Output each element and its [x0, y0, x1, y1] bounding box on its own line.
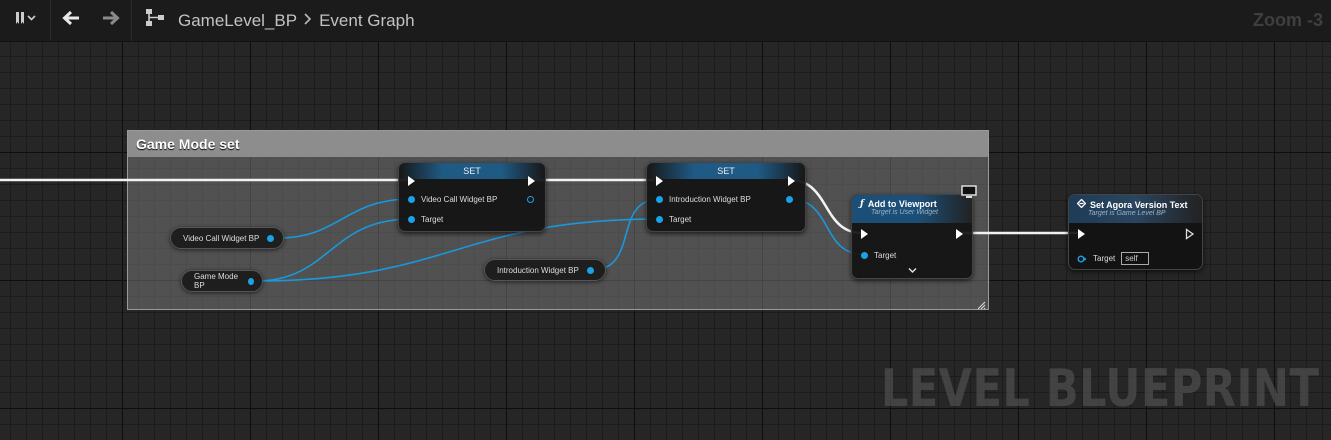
arrow-right-icon	[101, 10, 121, 31]
toolbar-divider	[131, 0, 132, 41]
graph-type-button[interactable]	[132, 0, 178, 41]
chevron-right-icon	[303, 11, 313, 31]
breadcrumb-graph[interactable]: Event Graph	[319, 10, 415, 30]
arrow-left-icon	[61, 10, 81, 31]
variable-label: Introduction Widget BP	[497, 265, 579, 275]
node-header: SET	[399, 163, 545, 179]
level-blueprint-watermark: LEVEL BLUEPRINT	[880, 359, 1319, 419]
node-header: SET	[647, 163, 805, 179]
toolbar-divider	[50, 0, 51, 41]
variable-label: Game Mode BP	[194, 272, 239, 290]
pin-label: Introduction Widget BP	[669, 195, 751, 204]
target-self-field[interactable]: self	[1121, 252, 1150, 265]
pin-label: Target	[669, 215, 692, 224]
zoom-level: Zoom -3	[1253, 10, 1323, 30]
exec-out-pin[interactable]	[1185, 228, 1195, 240]
variable-label: Video Call Widget BP	[183, 233, 260, 243]
bookmark-menu-button[interactable]	[0, 0, 50, 41]
exec-in-pin[interactable]	[656, 176, 663, 186]
forward-button[interactable]	[91, 0, 131, 41]
output-pin[interactable]	[267, 234, 275, 242]
back-button[interactable]	[51, 0, 91, 41]
comment-title[interactable]: Game Mode set	[128, 131, 988, 157]
set-introduction-node[interactable]: SET Introduction Widget BP Target	[646, 162, 806, 232]
pin-label: Video Call Widget BP	[421, 195, 498, 204]
exec-out-pin[interactable]	[956, 229, 963, 239]
node-subtitle: Target is Game Level BP	[1088, 210, 1166, 217]
pin-label: Target	[1093, 254, 1116, 263]
target-pin[interactable]: Target	[656, 215, 691, 224]
pin-label: Target	[421, 215, 444, 224]
node-header: Set Agora Version Text Target is Game Le…	[1069, 195, 1202, 223]
breadcrumb-blueprint[interactable]: GameLevel_BP	[178, 10, 298, 30]
node-title: Add to Viewport	[867, 199, 937, 209]
exec-out-pin[interactable]	[528, 176, 535, 186]
exec-in-pin[interactable]	[1078, 229, 1085, 239]
set-agora-version-text-node[interactable]: Set Agora Version Text Target is Game Le…	[1068, 194, 1203, 270]
chevron-down-icon[interactable]	[908, 267, 917, 276]
set-video-call-node[interactable]: SET Video Call Widget BP Target	[398, 162, 546, 232]
pin-label: Target	[874, 251, 897, 260]
target-pin[interactable]: Target self	[1077, 252, 1150, 265]
graph-toolbar: GameLevel_BP Event Graph Zoom -3	[0, 0, 1331, 42]
output-pin[interactable]	[586, 266, 594, 274]
node-title: Set Agora Version Text	[1090, 199, 1188, 210]
exec-in-pin[interactable]	[861, 229, 868, 239]
event-icon	[1076, 198, 1087, 210]
exec-out-pin[interactable]	[788, 176, 795, 186]
output-pin[interactable]	[248, 277, 254, 285]
introduction-widget-pin[interactable]: Introduction Widget BP	[656, 195, 751, 204]
output-pin[interactable]	[527, 196, 534, 203]
resize-handle-icon[interactable]	[976, 297, 986, 310]
output-pin[interactable]	[786, 196, 793, 203]
game-mode-bp-variable[interactable]: Game Mode BP	[181, 270, 263, 292]
introduction-widget-bp-variable[interactable]: Introduction Widget BP	[484, 259, 606, 281]
exec-in-pin[interactable]	[408, 176, 415, 186]
function-icon: ƒ	[860, 199, 864, 209]
node-subtitle: Target is User Widget	[871, 209, 938, 216]
video-call-widget-pin[interactable]: Video Call Widget BP	[408, 195, 497, 204]
blueprint-graph-icon	[144, 8, 166, 33]
bookmark-icon	[14, 11, 36, 30]
target-pin[interactable]: Target	[861, 251, 896, 260]
video-call-widget-bp-variable[interactable]: Video Call Widget BP	[170, 227, 284, 249]
client-only-icon	[961, 185, 977, 201]
target-pin[interactable]: Target	[408, 215, 443, 224]
